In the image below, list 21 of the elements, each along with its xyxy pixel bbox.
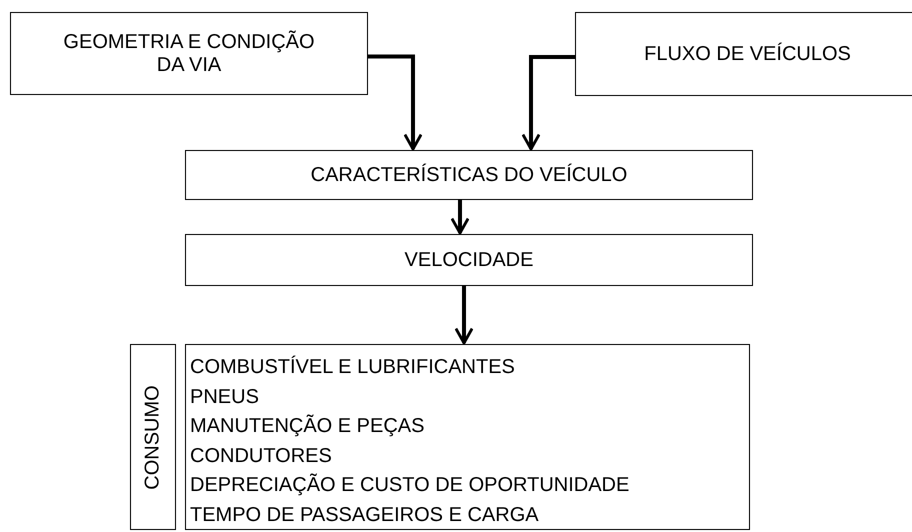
process-box: [185, 150, 753, 200]
arrow: [521, 55, 575, 150]
list-item-text: CONDUTORES: [190, 444, 332, 468]
process-box: [575, 12, 912, 96]
list-item-text: MANUTENÇÃO E PEÇAS: [190, 414, 424, 439]
list-item-text: TEMPO DE PASSAGEIROS E CARGA: [190, 502, 539, 528]
arrow: [450, 200, 470, 234]
box-label: CARACTERÍSTICAS DO VEÍCULO: [310, 164, 628, 186]
list-item-text: DEPRECIAÇÃO E CUSTO DE OPORTUNIDADE: [190, 472, 630, 498]
box-label: FLUXO DE VEÍCULOS: [644, 42, 851, 66]
box-label: GEOMETRIA E CONDIÇÃO DA VIA: [62, 30, 316, 76]
process-box: [185, 234, 753, 286]
item-list-box: [185, 344, 750, 530]
arrow: [368, 54, 423, 150]
process-box: [10, 12, 368, 95]
arrow: [454, 286, 474, 344]
category-label: CONSUMO: [142, 384, 164, 490]
category-box: [130, 344, 176, 530]
list-item-text: COMBUSTÍVEL E LUBRIFICANTES: [190, 354, 515, 380]
list-item-text: PNEUS: [190, 384, 259, 410]
box-label: VELOCIDADE: [404, 248, 534, 272]
